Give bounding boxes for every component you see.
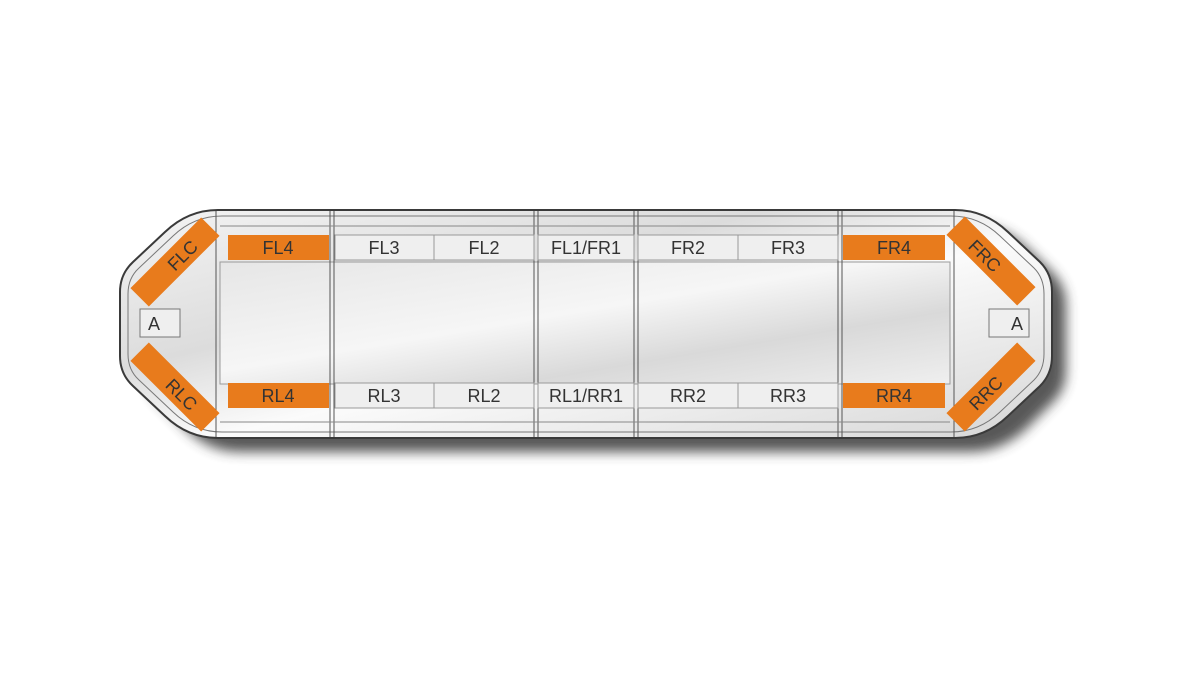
end-module-left[interactable]: A	[139, 308, 181, 338]
rear-module-rr4[interactable]: RR4	[843, 383, 945, 408]
module-label: RL1/RR1	[549, 386, 623, 406]
front-module-fl3[interactable]: FL3	[334, 234, 435, 261]
rear-module-rl2[interactable]: RL2	[433, 382, 535, 409]
rear-module-rr2[interactable]: RR2	[637, 382, 739, 409]
front-module-fl4[interactable]: FL4	[228, 235, 329, 260]
front-module-fl1-fr1[interactable]: FL1/FR1	[537, 234, 635, 261]
lightbar-inner-edge	[127, 215, 1045, 433]
center-panel	[219, 261, 951, 385]
front-module-fr3[interactable]: FR3	[737, 234, 839, 261]
module-label: FL4	[262, 238, 293, 258]
module-label: A	[148, 314, 160, 334]
module-label: FR4	[877, 238, 911, 258]
front-row: FL4 FL3 FL2 FL1/FR1 FR2 FR3 FR4	[228, 234, 945, 261]
front-module-fr4[interactable]: FR4	[843, 235, 945, 260]
module-label: RR3	[770, 386, 806, 406]
module-label: RL3	[367, 386, 400, 406]
rear-module-rr3[interactable]: RR3	[737, 382, 839, 409]
module-label: RL2	[467, 386, 500, 406]
module-label: A	[1011, 314, 1023, 334]
module-label: FL2	[468, 238, 499, 258]
end-module-right[interactable]: A	[988, 308, 1030, 338]
module-label: FL1/FR1	[551, 238, 621, 258]
front-module-fl2[interactable]: FL2	[433, 234, 535, 261]
front-module-fr2[interactable]: FR2	[637, 234, 739, 261]
rear-module-rl3[interactable]: RL3	[334, 382, 435, 409]
module-label: FR2	[671, 238, 705, 258]
module-label: RR4	[876, 386, 912, 406]
module-label: FR3	[771, 238, 805, 258]
module-label: RR2	[670, 386, 706, 406]
rear-module-rl4[interactable]: RL4	[228, 383, 329, 408]
rear-module-rl1-rr1[interactable]: RL1/RR1	[537, 382, 635, 409]
rear-row: RL4 RL3 RL2 RL1/RR1 RR2 RR3 RR4	[228, 382, 945, 409]
module-label: RL4	[261, 386, 294, 406]
module-label: FL3	[368, 238, 399, 258]
